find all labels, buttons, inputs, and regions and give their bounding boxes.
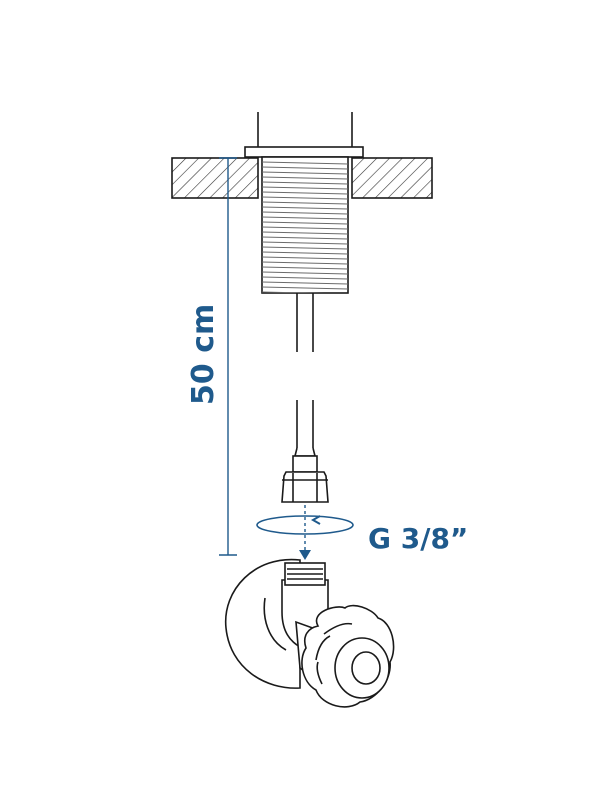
thread-line (262, 246, 348, 250)
flexible-hose (292, 293, 318, 473)
down-arrow-icon (299, 505, 311, 560)
thread-line (262, 216, 348, 220)
thread-size-label: G 3/8” (368, 522, 468, 555)
angle-valve (224, 558, 395, 708)
thread-line (262, 276, 348, 280)
thread-line (262, 286, 348, 290)
rotate-arrow-icon (256, 515, 354, 535)
thread-line (262, 241, 348, 245)
thread-line (262, 271, 348, 275)
thread-line (262, 181, 348, 185)
hose-hex-nut (281, 471, 329, 503)
thread-line (262, 231, 348, 235)
thread-line (262, 196, 348, 200)
thread-line (262, 266, 348, 270)
thread-line (262, 186, 348, 190)
thread-line (262, 236, 348, 240)
thread-line (262, 251, 348, 255)
thread-line (262, 191, 348, 195)
thread-line (262, 171, 348, 175)
thread-line (262, 226, 348, 230)
threaded-shank (261, 156, 349, 294)
height-label: 50 cm (186, 304, 221, 405)
thread-line (262, 161, 348, 165)
thread-line (262, 211, 348, 215)
thread-line (262, 201, 348, 205)
thread-line (262, 206, 348, 210)
thread-line (262, 291, 325, 293)
thread-line (262, 221, 348, 225)
thread-line (262, 256, 348, 260)
upper-pipes (257, 112, 353, 147)
countertop (171, 157, 433, 199)
tap-flange (244, 146, 364, 158)
thread-line (262, 166, 348, 170)
thread-line (262, 176, 348, 180)
height-dimension (219, 157, 237, 556)
thread-line (262, 261, 348, 265)
thread-line (262, 281, 348, 285)
